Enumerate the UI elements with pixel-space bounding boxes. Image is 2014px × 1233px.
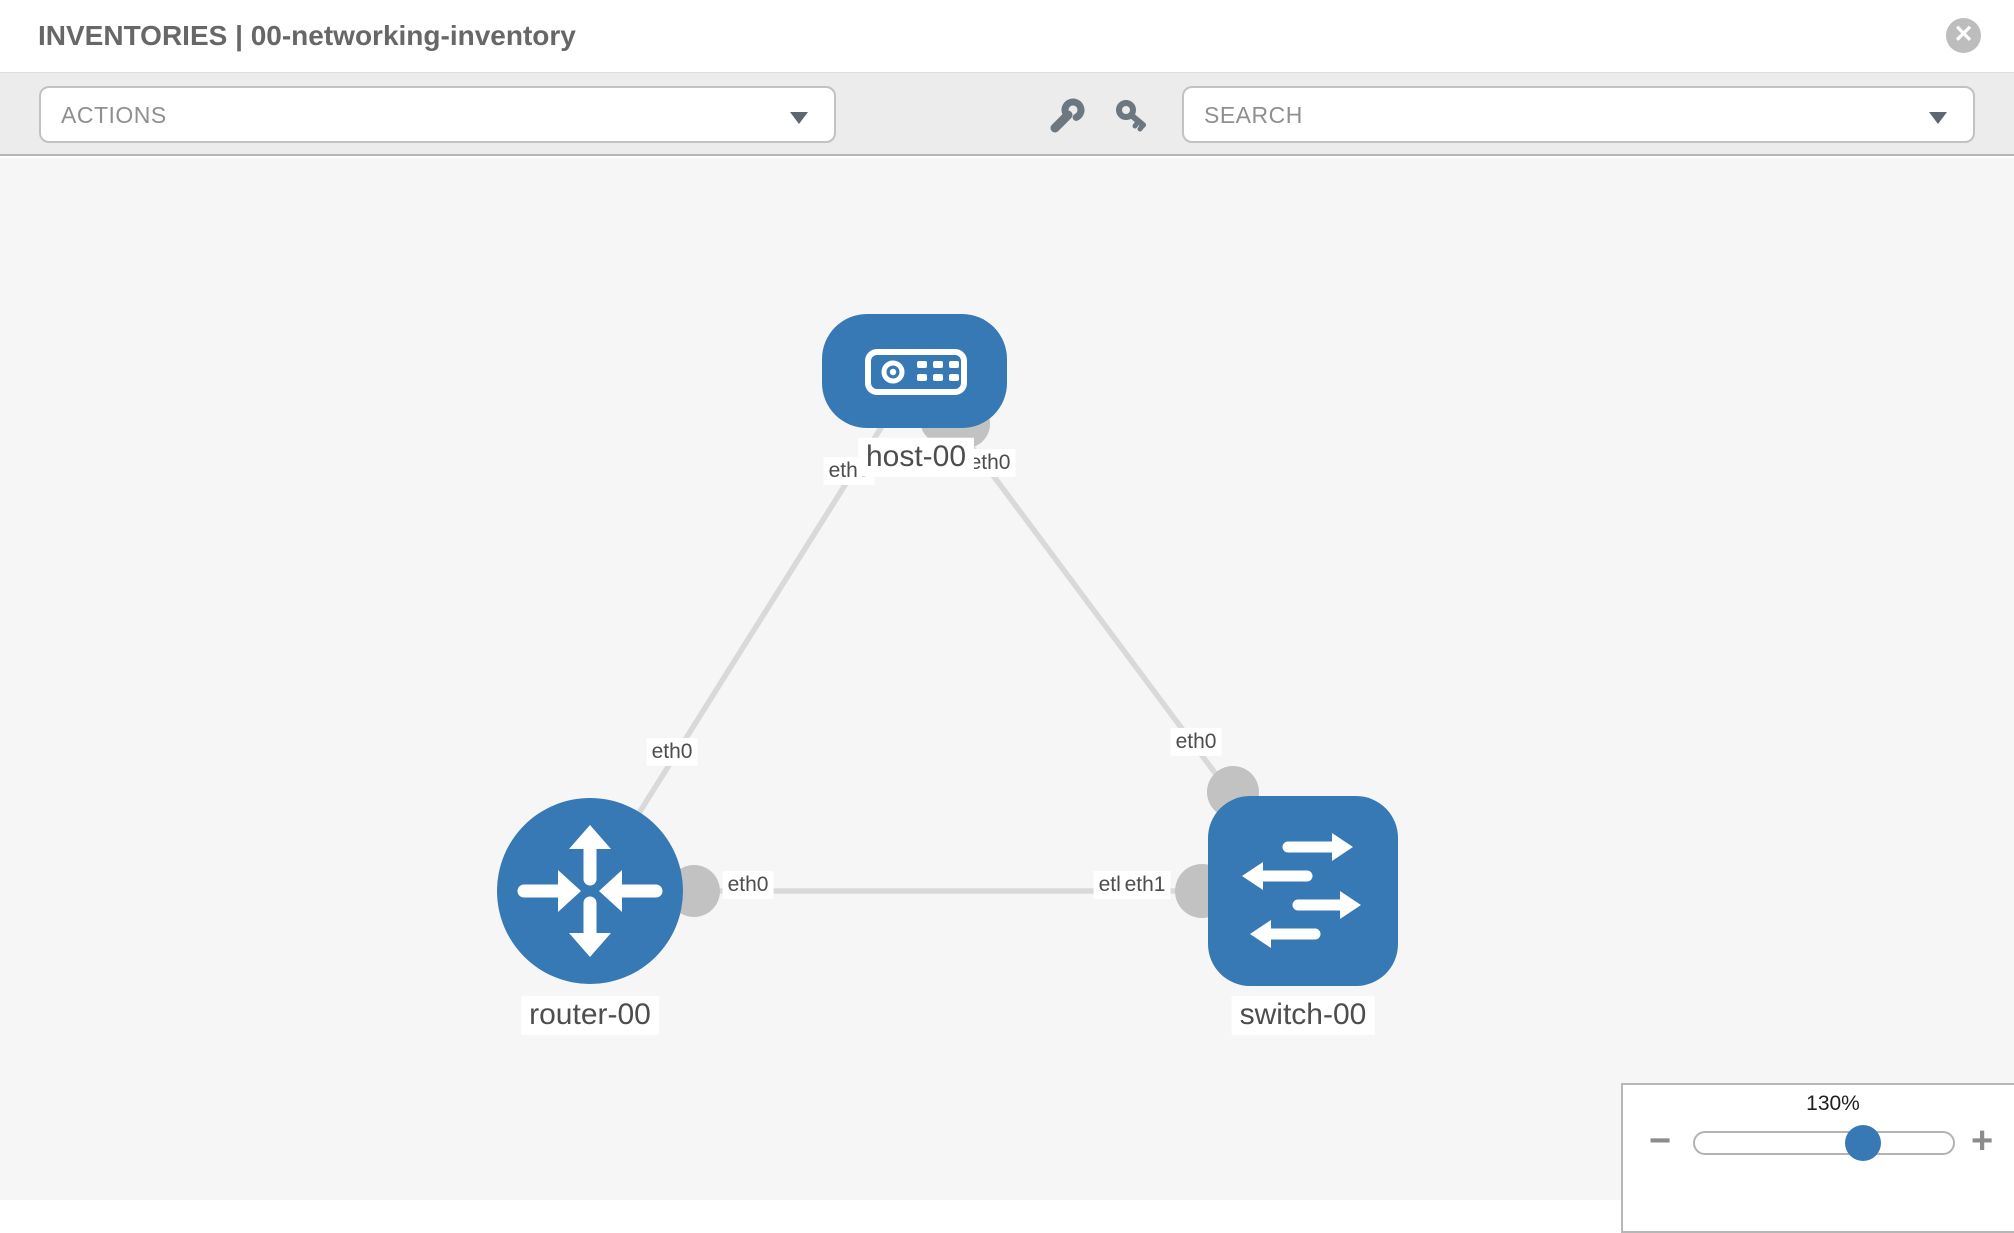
search-placeholder: SEARCH [1204, 102, 1303, 128]
search-dropdown[interactable]: SEARCH [1182, 86, 1975, 143]
zoom-in-button[interactable]: + [1971, 1120, 1994, 1162]
chevron-down-icon [1929, 112, 1947, 124]
chevron-down-icon [790, 112, 808, 124]
node-router[interactable] [497, 798, 683, 984]
page-title: INVENTORIES | 00-networking-inventory [38, 20, 576, 51]
wrench-icon [1050, 98, 1085, 133]
interface-label: eth0 [646, 737, 698, 767]
node-label-host: host-00 [857, 437, 975, 477]
interface-label: eth0 [722, 870, 774, 900]
close-button[interactable]: ✕ [1946, 18, 1981, 53]
interface-label: eth0 [1170, 727, 1222, 757]
node-host[interactable] [822, 314, 1007, 428]
router-icon [517, 825, 663, 957]
node-label-switch: switch-00 [1231, 995, 1375, 1035]
zoom-level: 130% [1806, 1092, 1860, 1115]
close-icon: ✕ [1953, 21, 1974, 48]
topology-canvas[interactable]: eth0 eth0 host-00 eth0 eth0 eth0 eth0 et… [0, 158, 2014, 1200]
key-button[interactable] [1113, 97, 1153, 137]
node-switch[interactable] [1208, 796, 1398, 986]
zoom-out-button[interactable]: − [1649, 1120, 1672, 1162]
actions-dropdown[interactable]: ACTIONS [39, 86, 836, 143]
host-icon [865, 349, 967, 395]
node-label-router: router-00 [521, 995, 659, 1035]
zoom-panel: 130% − + [1621, 1083, 2014, 1233]
panel-header: INVENTORIES | 00-networking-inventory ✕ [0, 0, 2014, 72]
zoom-slider-knob[interactable] [1845, 1125, 1881, 1161]
actions-dropdown-label: ACTIONS [61, 102, 167, 128]
switch-icon [1242, 833, 1361, 948]
interface-label: eth1 [1119, 870, 1171, 900]
wrench-button[interactable] [1046, 97, 1086, 137]
toolbar: ACTIONS SEARCH [0, 72, 2014, 156]
key-icon [1116, 100, 1146, 132]
zoom-slider-track[interactable] [1693, 1131, 1955, 1155]
